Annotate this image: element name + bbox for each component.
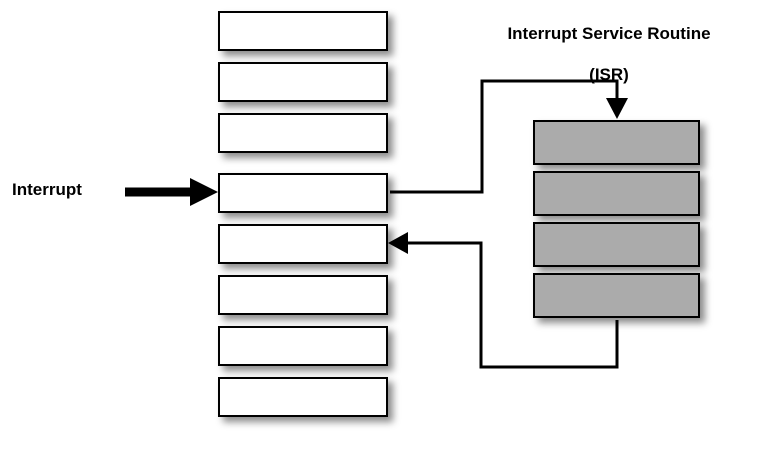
interrupt-label: Interrupt: [12, 180, 82, 199]
isr-title-line2: (ISR): [589, 65, 629, 85]
main-program-box-1[interactable]: [218, 11, 388, 51]
isr-title-line1: Interrupt Service Routine: [507, 23, 711, 43]
main-program-box-5[interactable]: [218, 224, 388, 264]
main-program-box-8[interactable]: [218, 377, 388, 417]
main-program-box-7[interactable]: [218, 326, 388, 366]
isr-box-4[interactable]: [533, 273, 700, 318]
isr-box-1[interactable]: [533, 120, 700, 165]
main-program-box-3[interactable]: [218, 113, 388, 153]
interrupt-input-arrow: [125, 178, 218, 206]
isr-box-2[interactable]: [533, 171, 700, 216]
main-program-box-4[interactable]: [218, 173, 388, 213]
main-program-box-2[interactable]: [218, 62, 388, 102]
main-program-box-6[interactable]: [218, 275, 388, 315]
isr-title: Interrupt Service Routine (ISR): [473, 3, 745, 107]
isr-box-3[interactable]: [533, 222, 700, 267]
